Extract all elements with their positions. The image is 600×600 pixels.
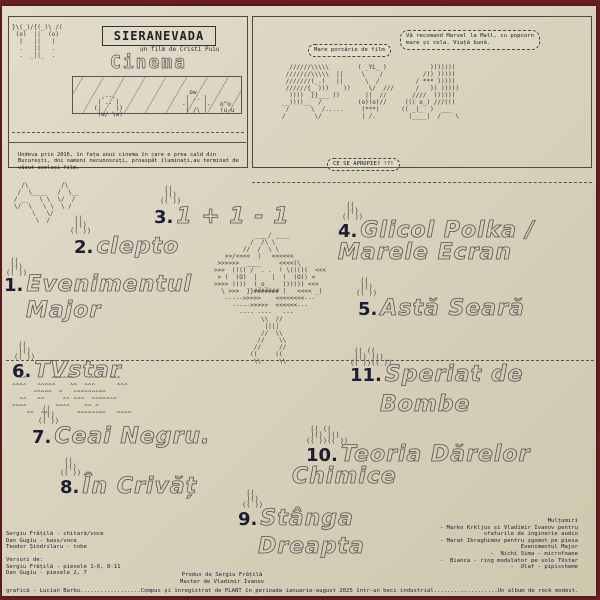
track-title: Stânga xyxy=(260,506,354,532)
track-number: 5. xyxy=(358,299,378,320)
track-5[interactable]: 5. Astă Seară xyxy=(358,296,525,322)
steam-icon: (( )() (( )) xyxy=(160,185,182,205)
steam-icon: (( )() (( )) xyxy=(242,489,264,509)
track-10-title-line2: Chimice xyxy=(292,464,397,490)
track-7[interactable]: 7. Ceai Negru. xyxy=(32,424,211,450)
track-4-title-line2: Marele Ecran xyxy=(338,240,513,266)
speech-bubble-3: CE SE APROPIE? !?! xyxy=(327,158,400,171)
track-number: 7. xyxy=(32,427,52,448)
dog-figure: o^o (u-u xyxy=(220,101,235,114)
steam-icon: (( )() (( )) xyxy=(38,405,60,425)
track-number: 11. xyxy=(350,365,382,386)
cinema-window xyxy=(72,76,242,114)
dotted-line xyxy=(6,360,594,361)
street-line xyxy=(12,132,244,133)
cinema-panel xyxy=(8,16,248,168)
track-8[interactable]: 8. În Crivăț xyxy=(60,474,198,500)
track-title: Glicol Polka / xyxy=(360,218,535,244)
film-title: SIERANEVADA xyxy=(102,26,216,46)
track-title: Astă Seară xyxy=(380,296,525,322)
track-2[interactable]: 2. clepto xyxy=(74,234,180,260)
thanks-credits: Mulțumiri - Marko Krkljus și Vladimir Iv… xyxy=(439,518,578,571)
track-title: Ceai Negru. xyxy=(54,424,211,450)
track-9[interactable]: 9. Stânga xyxy=(238,506,354,532)
track-6[interactable]: 6. TVstar xyxy=(12,358,122,384)
tree-ascii-art: }\(_)/{(_)\ /( (o) || (o) | || | . || . … xyxy=(12,24,63,59)
track-number: 3. xyxy=(154,207,174,228)
speech-bubble-1: Mare porcărie de film xyxy=(308,44,391,57)
steam-icon: (( (( )() )() (( ))(( )) xyxy=(350,347,393,367)
cinema-sign: Cinema xyxy=(110,52,188,74)
track-4[interactable]: 4. Glicol Polka / xyxy=(338,218,535,244)
track-title: 1 + 1 - 1 xyxy=(176,204,290,230)
track-title: Teoria Dărelor xyxy=(340,442,531,468)
track-1[interactable]: 1. Evenimentul xyxy=(4,272,193,298)
track-number: 4. xyxy=(338,221,358,242)
track-11-title-line2: Bombe xyxy=(380,392,471,418)
track-title: TVstar xyxy=(34,358,122,384)
steam-icon: (( )() (( )) xyxy=(356,277,378,297)
track-number: 2. xyxy=(74,237,94,258)
steam-icon: (( (( )() )() (( ))(( )) xyxy=(306,425,349,445)
track-title: În Crivăț xyxy=(82,474,198,500)
speech-bubble-2: Vă recomand Marvel la Mall, cu popcorn m… xyxy=(400,30,540,50)
track-number: 8. xyxy=(60,477,80,498)
track-number: 1. xyxy=(4,275,24,296)
track-9-title-line2: Dreapta xyxy=(258,534,365,560)
track-number: 10. xyxy=(306,445,338,466)
steam-icon: (( )() (( )) xyxy=(60,457,82,477)
track-3[interactable]: 3. 1 + 1 - 1 xyxy=(154,204,290,230)
steam-icon: (( )() (( )) xyxy=(70,215,92,235)
track-title: clepto xyxy=(96,234,180,260)
intro-text: Undeva prin 2016, în fața unui cinema în… xyxy=(18,152,239,171)
track-number: 6. xyxy=(12,361,32,382)
track-title: Speriat de xyxy=(384,362,524,388)
track-number: 9. xyxy=(238,509,258,530)
track-1-title-line2: Major xyxy=(26,298,102,324)
steam-icon: (( )() (( )) xyxy=(14,341,36,361)
steam-icon: (( )() (( )) xyxy=(342,201,364,221)
production-credits: Produs de Sergiu Frățilă Master de Vladi… xyxy=(179,572,265,585)
lyrics-credits: Versuri de: Sergiu Frățilă - piesele 1-6… xyxy=(6,557,121,577)
film-subtitle: un film de Cristi Puiu xyxy=(140,46,220,53)
track-title: Evenimentul xyxy=(26,272,193,298)
album-back-cover: }\(_)/{(_)\ /( (o) || (o) | || | . || . … xyxy=(2,6,596,596)
snow-ascii-art: ^^ ^^^^^^ ^^ ^^^ ^^^^ ^^^^^ ^^ ^^^ ^^^ ^… xyxy=(12,376,132,418)
track-10[interactable]: 10. Teoria Dărelor xyxy=(306,442,531,468)
person-figure-right: ow ( .. ) -| |- (_/\_) xyxy=(182,89,211,114)
conversation-panel xyxy=(252,16,592,168)
bottom-credits-line: grafică - Lucian Barbu..................… xyxy=(6,588,579,594)
floor-line xyxy=(252,182,592,183)
steam-icon: (( )() (( )) xyxy=(6,257,28,277)
lightning-ascii-art: /\ /\ / \____ / \__ / __ \ \ \/ / \/ \ \… xyxy=(14,182,80,224)
track-11[interactable]: 11. Speriat de xyxy=(350,362,524,388)
person-figure-left: ,--. ( .. ) (| |) (w/ \w) xyxy=(94,93,123,118)
panel-divider xyxy=(8,142,246,143)
center-face-ascii-art: ____/ ____ / /\ \ // / \ \ >>/<<<< | <<<… xyxy=(214,232,326,365)
characters-ascii-art: //////\\\\\ ( _YL_ ) ))))))) ///////\\\\… xyxy=(282,64,460,120)
band-credits: Sergiu Frățilă - chitară/voce Dan Gugiu … xyxy=(6,531,104,551)
